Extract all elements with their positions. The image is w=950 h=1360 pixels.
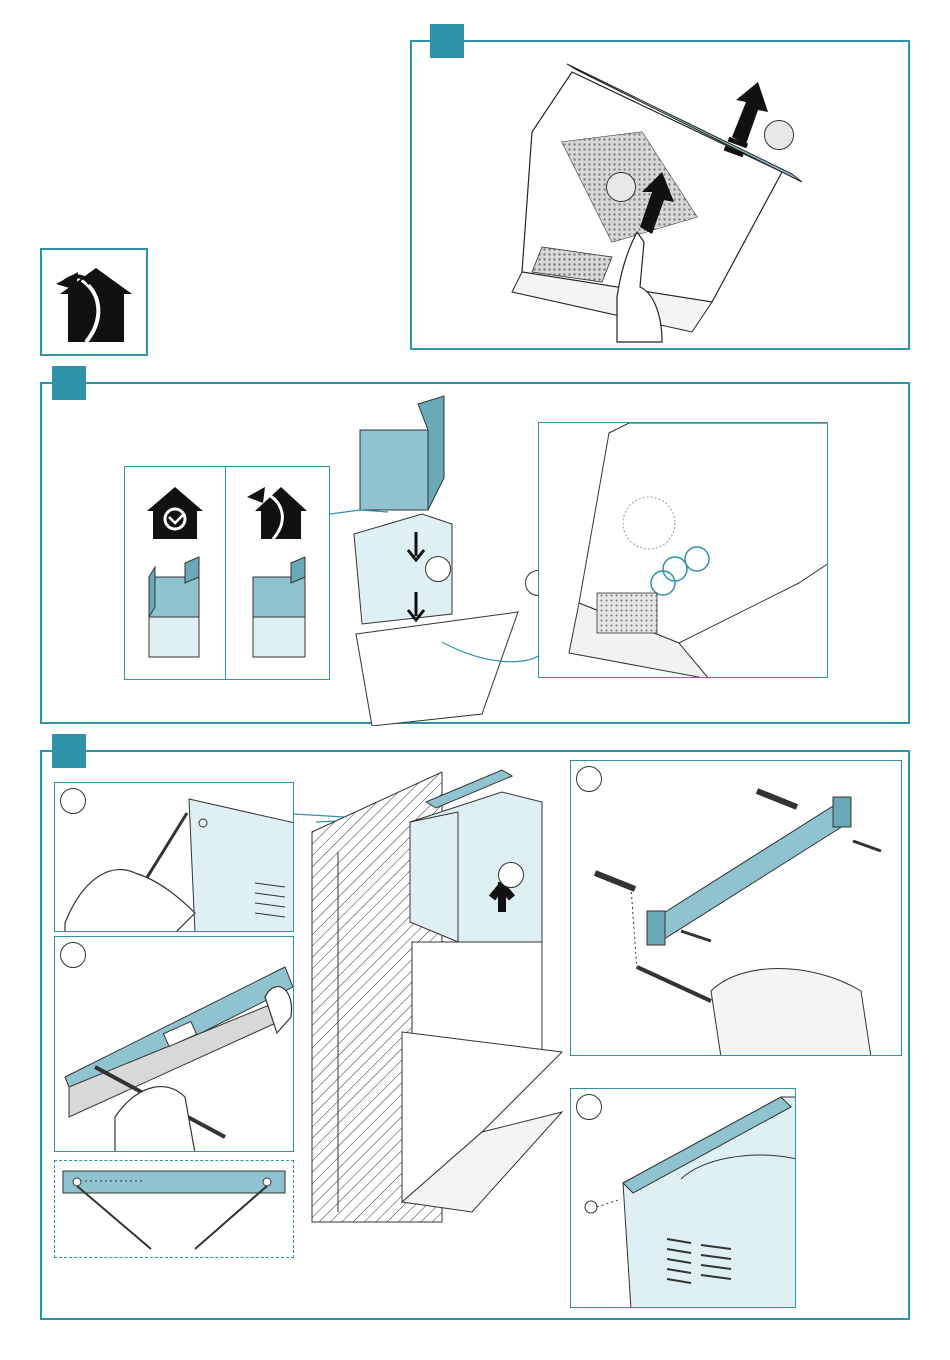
- callout-circle-h: [576, 766, 602, 792]
- callout-circle-c: [425, 556, 451, 582]
- callout-circle-b: [606, 172, 636, 202]
- extraction-mode-box: [40, 248, 148, 356]
- hood-filter-illustration: [412, 42, 912, 352]
- drilling-detail-box: [570, 760, 902, 1056]
- house-extraction-icon: [42, 250, 148, 356]
- chimney-selection-step: [40, 382, 910, 724]
- screw-detail-box: [538, 422, 828, 678]
- callout-circle-a: [764, 120, 794, 150]
- callout-circle-i: [576, 1094, 602, 1120]
- filter-removal-step: [410, 40, 910, 350]
- screw-fixing-detail-box: [570, 1088, 796, 1308]
- step-badge: [430, 24, 464, 58]
- callout-circle-g: [498, 862, 524, 888]
- chimney-bracket-step: [40, 750, 910, 1320]
